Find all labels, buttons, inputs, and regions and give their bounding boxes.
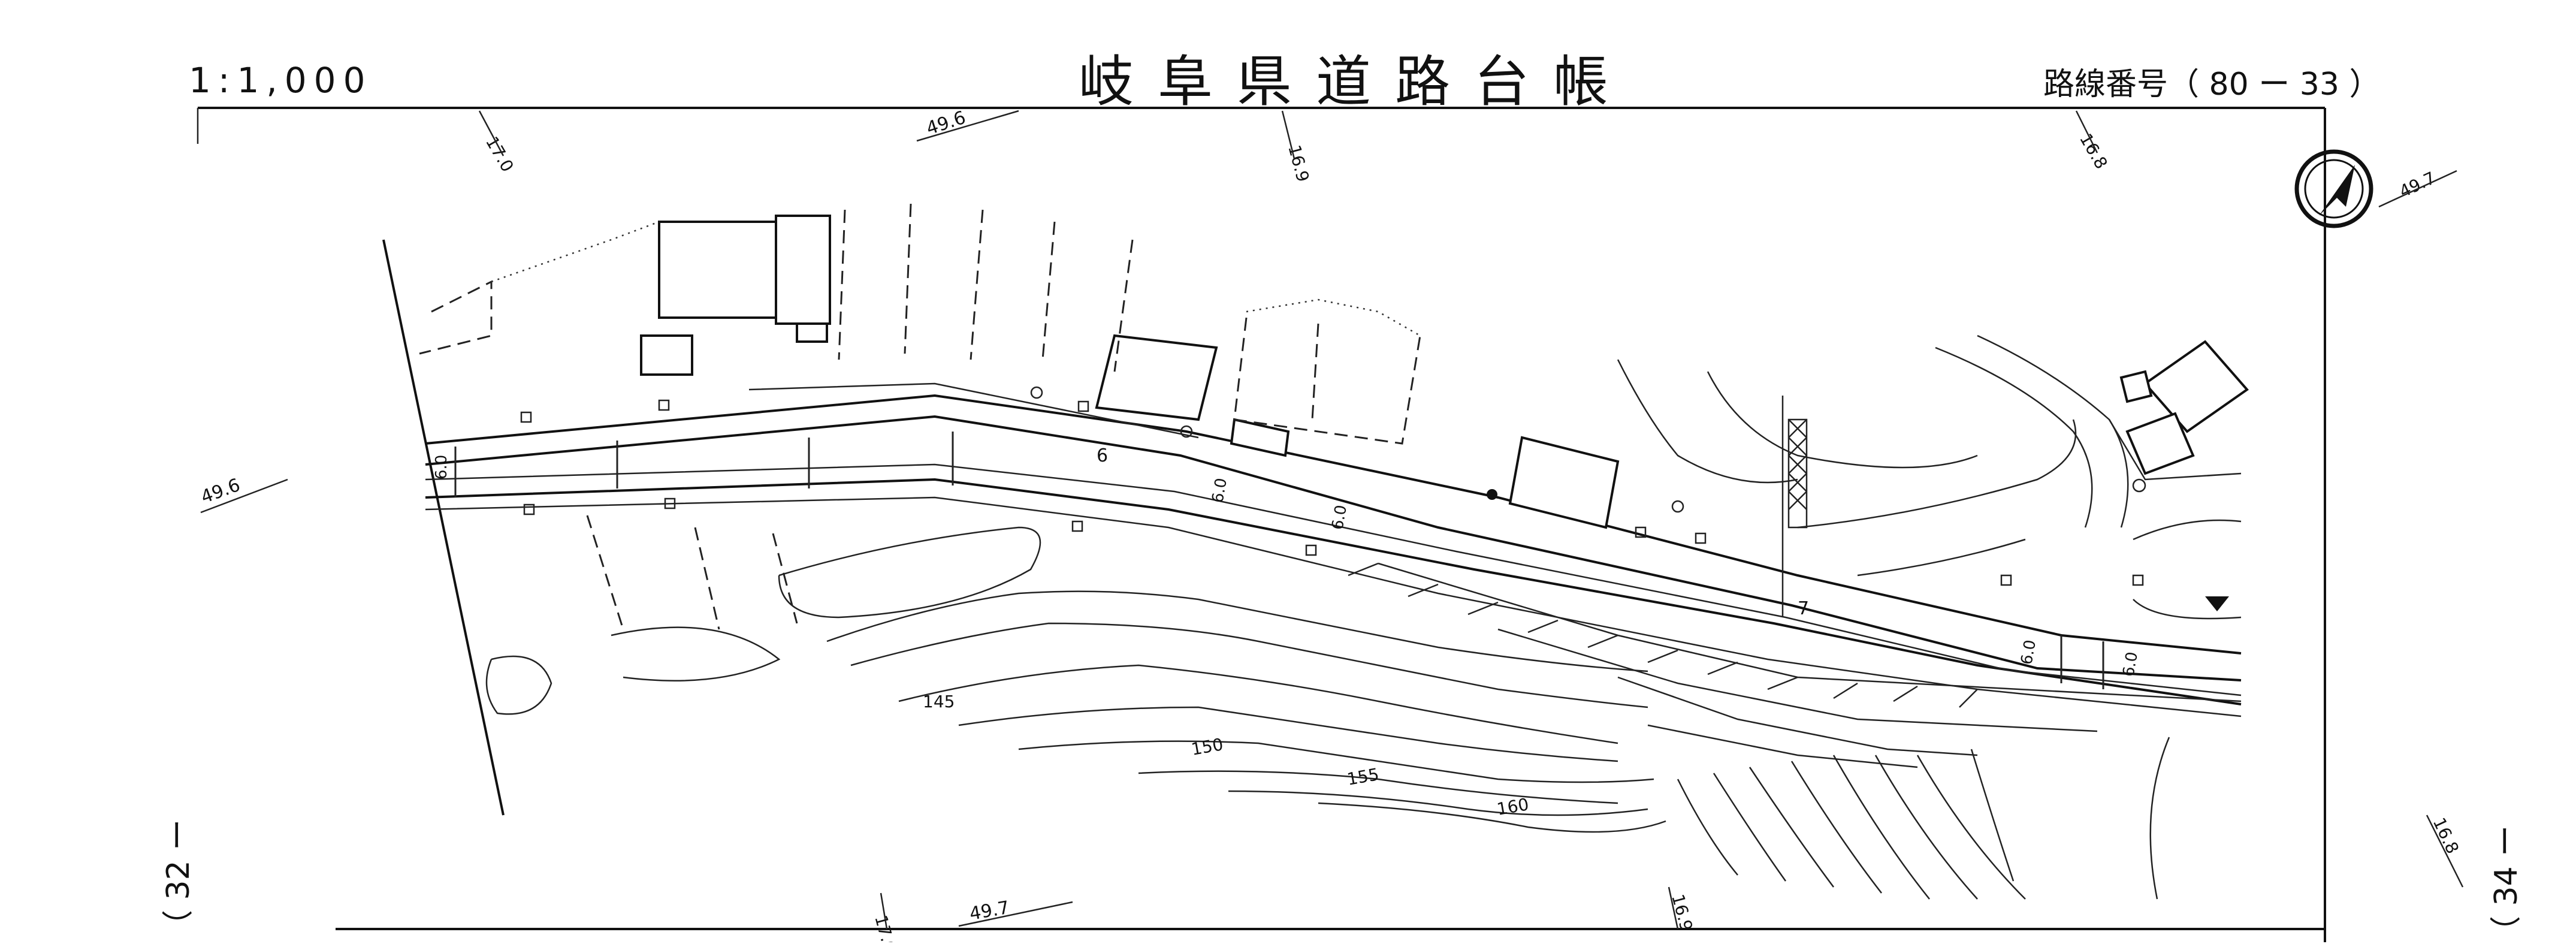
building [2125, 412, 2195, 475]
grid-symbol-icon [1305, 544, 1317, 556]
coord-label: 49.6 [924, 107, 968, 140]
road-width-label: 6.0 [2018, 638, 2040, 666]
map-point-symbol [1180, 425, 1193, 438]
coord-label: 16.8 [2429, 815, 2463, 856]
contour-label: 150 [1189, 734, 1224, 759]
contour-lines: 145 150 155 160 [826, 590, 2170, 900]
building [2119, 370, 2153, 403]
main-road [425, 394, 2242, 717]
grid-symbol-icon [2132, 574, 2144, 586]
map-point-symbol [1030, 386, 1043, 399]
coord-label: 17.0 [482, 133, 518, 175]
map-point-symbol [1487, 489, 1497, 500]
map-point-symbol [2132, 478, 2146, 493]
coord-label: 49.6 [198, 475, 243, 508]
scale-label: 1:1,000 [189, 60, 373, 101]
road-width-label: 6.0 [1328, 503, 1351, 531]
grid-symbol-icon [658, 399, 670, 411]
road-width-labels: 6.0 6 6.0 6.0 6.0 6.0 7 [433, 432, 2142, 689]
grid-symbol-icon [1071, 520, 1083, 532]
road-width-label: 6 [1097, 445, 1108, 466]
route-number: 路線番号（ 80 ー 33 ） [2043, 67, 2381, 102]
grid-symbol-icon [523, 503, 535, 515]
road-width-label: 6.0 [433, 455, 451, 479]
coord-label: 16.9 [1668, 892, 1696, 933]
road-width-label: 6.0 [2119, 650, 2142, 678]
grid-symbol-icon [520, 411, 532, 423]
left-boundary-line [382, 239, 505, 816]
grid-symbol-icon [664, 497, 676, 509]
north-arrow-icon [2294, 149, 2373, 228]
grid-symbol-icon [1695, 532, 1707, 544]
building [1230, 418, 1290, 457]
road-width-label: 7 [1798, 598, 1809, 619]
coord-label: 16.8 [2076, 130, 2112, 172]
grid-symbol-icon [1635, 526, 1647, 538]
lot-boundaries [419, 203, 1421, 630]
building [1095, 334, 1218, 421]
building [640, 334, 693, 376]
building [796, 322, 828, 343]
retaining-wall [1348, 562, 2242, 768]
branch-road [1935, 334, 2242, 528]
building [658, 221, 780, 319]
coord-label: 49.7 [968, 897, 1011, 925]
triangle-marker-icon [2205, 596, 2229, 611]
coord-label: 16.9 [1284, 143, 1313, 184]
contour-label: 160 [1495, 794, 1530, 819]
grid-symbol-icon [2000, 574, 2012, 586]
contour-label: 155 [1345, 764, 1380, 789]
buildings [640, 215, 2249, 529]
contour-label: 145 [923, 692, 955, 711]
map-header: 1:1,000 岐阜県道路台帳 路線番号（ 80 ー 33 ） [0, 0, 2576, 114]
grid-symbol-icon [1077, 400, 1089, 412]
map-title: 岐阜県道路台帳 [1079, 50, 1633, 114]
building [775, 215, 831, 325]
building [1508, 436, 1620, 529]
road-width-label: 6.0 [1209, 476, 1231, 504]
map-point-symbol [1671, 500, 1684, 513]
map-symbols [520, 386, 2229, 611]
bridge-structure [1781, 396, 1808, 617]
